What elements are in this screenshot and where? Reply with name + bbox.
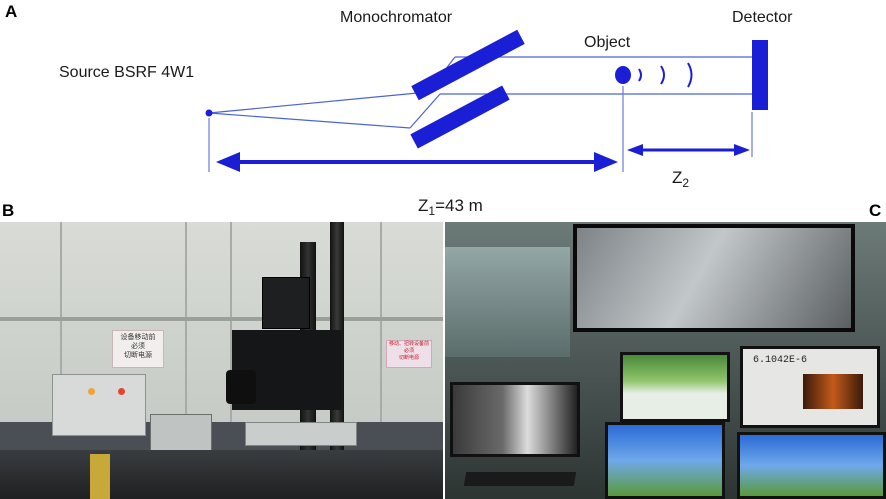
wavefront-arcs (638, 62, 693, 88)
panel-label-b: B (2, 201, 15, 220)
source-label: Source BSRF 4W1 (59, 64, 194, 81)
translation-stage (245, 422, 357, 446)
indicator-light (88, 388, 95, 395)
incident-beam (208, 91, 429, 129)
indicator-light (118, 388, 125, 395)
z1-arrow (216, 152, 618, 172)
warning-sign-right-text: 移动、扭转设备前 必须 切断电源 (388, 341, 429, 361)
detector-plate (752, 40, 768, 110)
panel-label-c: C (869, 201, 882, 220)
monitor-image (450, 382, 580, 457)
monitor-readout-screen: 6.1042E-6 (743, 349, 877, 425)
wall-panel-line (60, 222, 62, 422)
z2-arrow (627, 144, 750, 156)
detector-camera (262, 277, 310, 329)
panel-label-a: A (5, 2, 18, 21)
wall-rail (0, 317, 443, 321)
warning-sign-right: 移动、扭转设备前 必须 切断电源 (386, 340, 432, 368)
monitor-image-screen (453, 385, 577, 454)
warning-sign-left-text: 设备移动前 必须 切断电源 (120, 333, 156, 359)
monitor-green-1-screen (623, 355, 727, 419)
beamline-schematic: Source BSRF 4W1 Monochromator Object Det… (59, 9, 793, 218)
warning-sign-left: 设备移动前 必须 切断电源 (112, 330, 164, 368)
electrical-control-box (52, 374, 146, 436)
hutch-photo: 设备移动前 必须 切断电源 移动、扭转设备前 必须 切断电源 (0, 222, 443, 499)
readout-graph (803, 374, 863, 409)
monitor-readout: 6.1042E-6 (740, 346, 880, 428)
yellow-rail (90, 454, 110, 499)
monochromator-crystal-upper (411, 29, 525, 101)
monochromator-label: Monochromator (340, 9, 453, 26)
monitor-green-1 (620, 352, 730, 422)
window-area (445, 247, 570, 357)
monitor-xp-2-screen (740, 435, 883, 496)
source-point (205, 109, 213, 117)
monitor-large-screen (577, 228, 851, 328)
readout-value: 6.1042E-6 (753, 355, 808, 366)
z2-label: Z2 (672, 168, 689, 190)
z1-label: Z1=43 m (418, 196, 483, 218)
monochromator-crystal-lower (410, 85, 510, 149)
wall-panel-line (185, 222, 187, 422)
optical-table (0, 450, 443, 499)
control-room-photo: 6.1042E-6 (445, 222, 886, 499)
object-label: Object (584, 34, 631, 51)
monitor-xp-2 (737, 432, 886, 499)
wall-panel-line (380, 222, 382, 422)
monitor-xp-1 (605, 422, 725, 499)
keyboard (463, 472, 577, 486)
monitor-xp-1-screen (608, 425, 722, 496)
monitor-large (573, 224, 855, 332)
detector-label: Detector (732, 9, 793, 26)
lens-barrel (226, 370, 256, 404)
distance-guides (208, 86, 753, 172)
object-sample (615, 66, 631, 84)
wall-panel-line (230, 222, 232, 422)
